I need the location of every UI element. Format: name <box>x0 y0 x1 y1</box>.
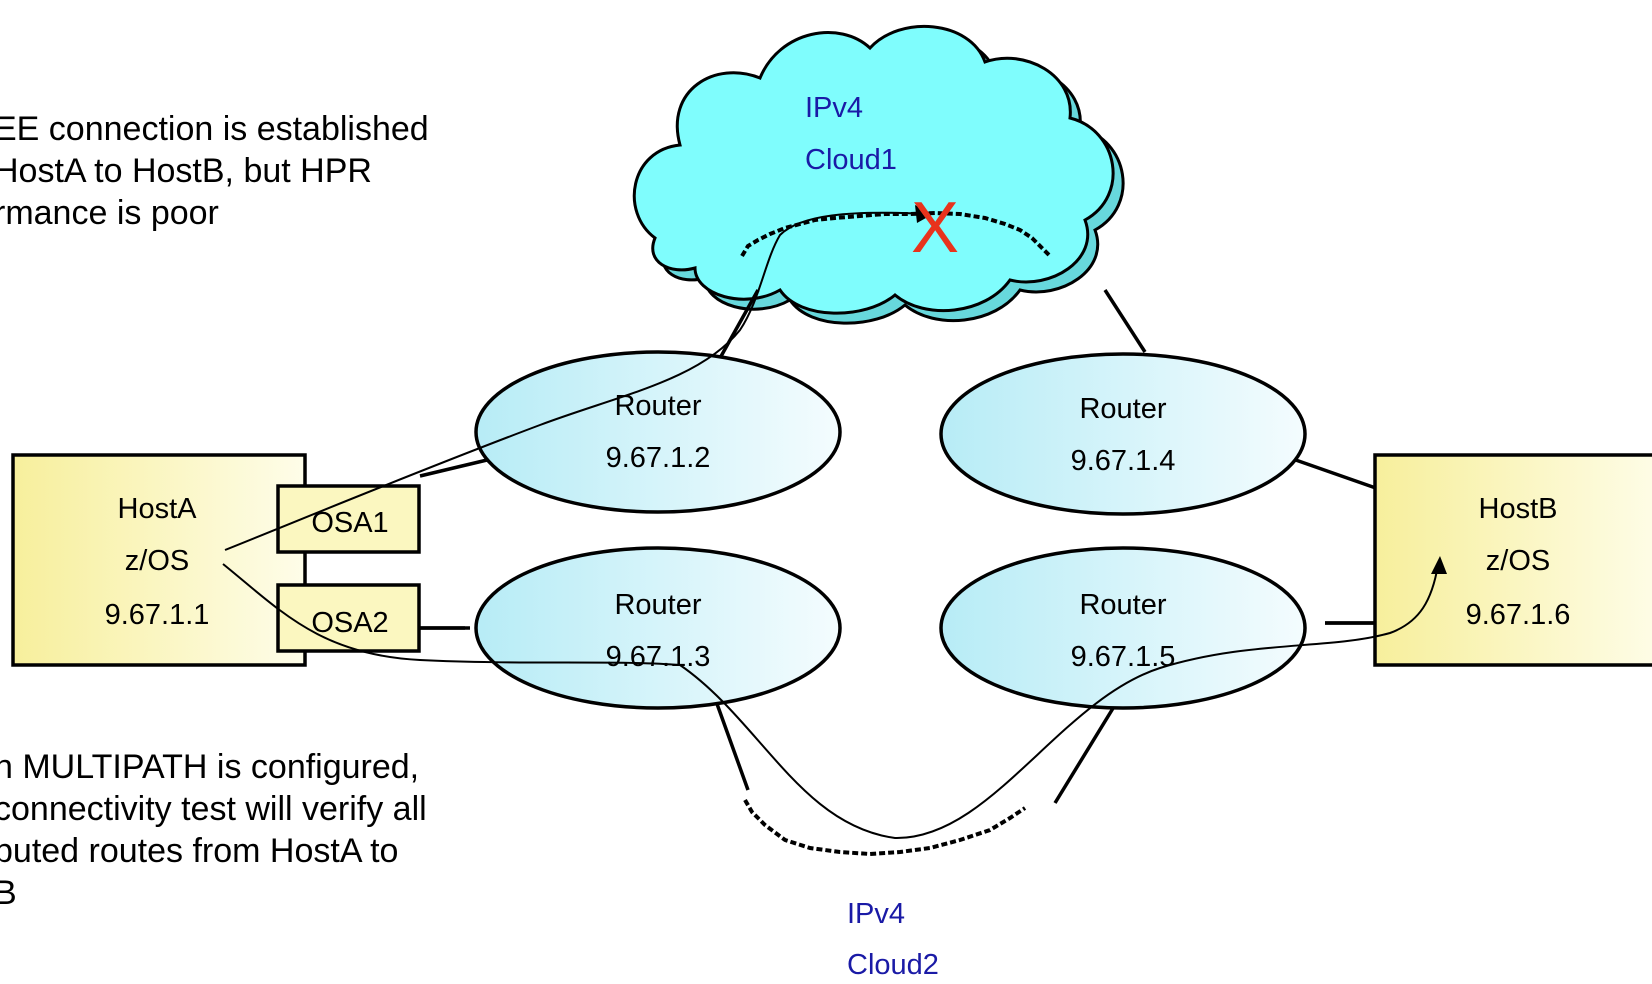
router-r3: Router 9.67.1.3 <box>474 546 842 710</box>
hostA-box <box>11 453 307 667</box>
hostA-ip: 9.67.1.1 <box>105 599 210 631</box>
link-r4-cloud1 <box>1103 289 1147 353</box>
route-hostA-via-cloud2 <box>222 563 1439 840</box>
router-r4-title: Router <box>1079 393 1166 425</box>
arrowhead-cloud1 <box>915 205 933 223</box>
note-bottom: n MULTIPATH is configured, connectivity … <box>0 746 427 914</box>
osa1-label: OSA1 <box>311 507 388 539</box>
router-r4-shape <box>939 352 1307 516</box>
hostB-name: HostB <box>1479 493 1558 525</box>
cloud1 <box>632 24 1125 325</box>
hostA-os: z/OS <box>125 545 189 577</box>
note-bottom-line-3: buted routes from HostA to <box>0 832 399 870</box>
osa2-label: OSA2 <box>311 607 388 639</box>
hostB: HostB z/OS 9.67.1.6 <box>1373 453 1652 667</box>
cloud2-label-line-2: Cloud2 <box>847 949 939 981</box>
arrowhead-hostB <box>1431 556 1447 574</box>
router-r5-title: Router <box>1079 589 1166 621</box>
router-r2-shape <box>474 350 842 514</box>
note-bottom-line-1: n MULTIPATH is configured, <box>0 748 420 786</box>
router-r2: Router 9.67.1.2 <box>474 350 842 514</box>
osa2-box <box>276 583 421 653</box>
hostA-name: HostA <box>118 493 198 525</box>
cloud2-label-line-1: IPv4 <box>847 898 905 930</box>
cloud1-route-jagged <box>740 210 1052 258</box>
link-r5-cloud2 <box>1053 704 1117 804</box>
link-stubs <box>420 621 1374 630</box>
router-r5: Router 9.67.1.5 <box>939 546 1307 710</box>
router-r3-shape <box>474 546 842 710</box>
hostB-os: z/OS <box>1486 545 1550 577</box>
route-hostA-via-cloud1 <box>224 211 926 551</box>
cloud1-label-line-1: IPv4 <box>805 92 863 124</box>
note-top: EE connection is established HostA to Ho… <box>0 108 429 234</box>
note-bottom-line-4: B <box>0 874 17 912</box>
router-r4-ip: 9.67.1.4 <box>1071 445 1176 477</box>
note-top-line-2: HostA to HostB, but HPR <box>0 152 372 190</box>
router-r2-ip: 9.67.1.2 <box>606 442 711 474</box>
note-top-line-3: rmance is poor <box>0 194 219 232</box>
router-r5-shape <box>939 546 1307 710</box>
failure-mark: X <box>911 188 959 268</box>
hostB-box <box>1373 453 1652 667</box>
hostA: HostA z/OS 9.67.1.1 <box>11 453 307 667</box>
routes <box>222 211 1439 840</box>
osa2: OSA2 <box>276 583 421 653</box>
cloud1-label-line-2: Cloud1 <box>805 144 897 176</box>
cloud2-route-jagged <box>743 798 1027 857</box>
note-bottom-line-2: connectivity test will verify all <box>0 790 427 828</box>
note-top-line-1: EE connection is established <box>0 110 429 148</box>
link-r3-cloud2 <box>710 689 750 791</box>
router-r4: Router 9.67.1.4 <box>939 352 1307 516</box>
router-r3-ip: 9.67.1.3 <box>606 641 711 673</box>
hostB-ip: 9.67.1.6 <box>1466 599 1571 631</box>
router-r3-title: Router <box>614 589 701 621</box>
